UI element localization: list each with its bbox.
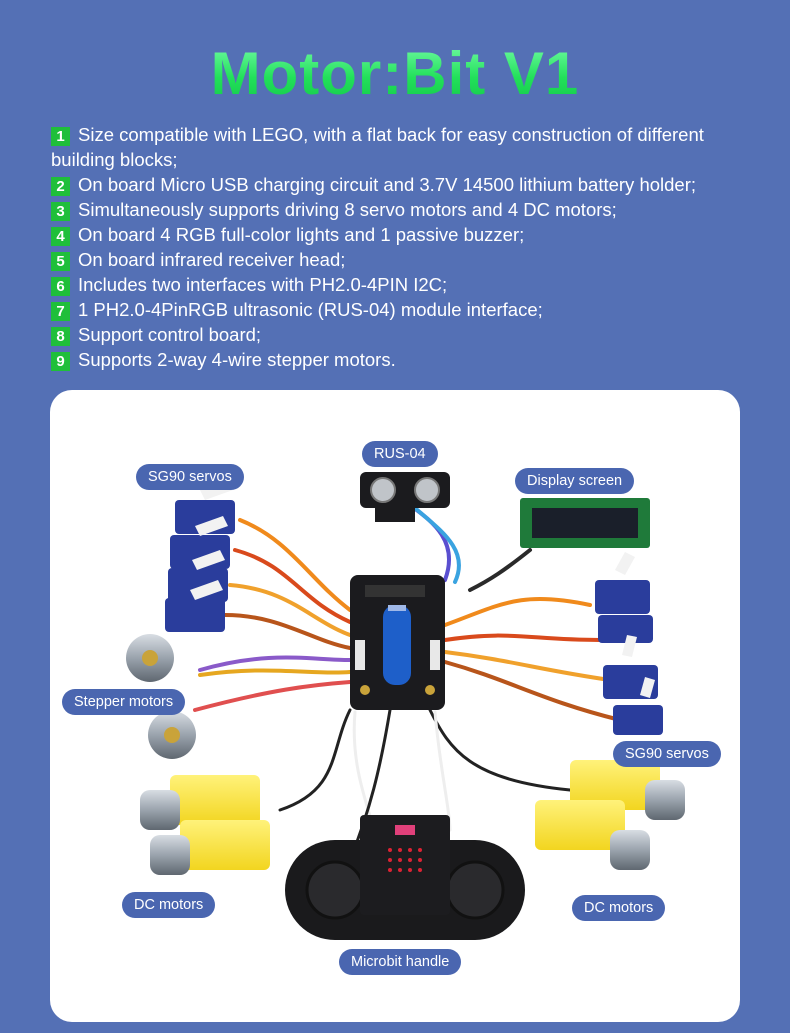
feature-item-9: 9 Supports 2-way 4-wire stepper motors. [51,347,771,372]
feature-text: On board infrared receiver head; [78,249,346,270]
feature-item-8: 8 Support control board; [51,322,771,347]
dc-motors-left [140,775,270,875]
dc-motors-right [535,760,685,870]
microbit-handle [285,815,525,940]
feature-number-badge: 6 [51,277,70,296]
feature-number-badge: 3 [51,202,70,221]
feature-item-4: 4 On board 4 RGB full-color lights and 1 … [51,222,771,247]
feature-item-6: 6 Includes two interfaces with PH2.0-4PIN… [51,272,771,297]
feature-text: Supports 2-way 4-wire stepper motors. [78,349,396,370]
feature-text: On board 4 RGB full-color lights and 1 p… [78,224,525,245]
lcd-display [520,498,650,548]
feature-item-3: 3 Simultaneously supports driving 8 servo… [51,197,771,222]
label-stepper-motors: Stepper motors [62,689,186,715]
feature-number-badge: 8 [51,327,70,346]
rus04-module [360,472,450,522]
feature-item-7: 7 1 PH2.0-4PinRGB ultrasonic (RUS-04) mod… [51,297,771,322]
label-sg90-right: SG90 servos [613,741,721,767]
feature-number-badge: 4 [51,227,70,246]
product-diagram-panel: RUS-04 SG90 servos Display screen Steppe… [50,390,740,1022]
feature-number-badge: 9 [51,352,70,371]
product-illustration [126,472,685,940]
label-sg90-left: SG90 servos [136,464,244,490]
feature-text: Simultaneously supports driving 8 servo … [78,199,617,220]
label-dc-motors-left: DC motors [122,892,216,918]
feature-text: Includes two interfaces with PH2.0-4PIN … [78,274,448,295]
feature-number-badge: 7 [51,302,70,321]
wires [193,503,622,862]
motorbit-board [350,575,445,710]
sg90-servos-right [595,552,663,735]
label-display-screen: Display screen [515,468,635,494]
label-rus04: RUS-04 [362,441,438,467]
sg90-servos-left [165,480,235,632]
feature-text: Support control board; [78,324,262,345]
feature-text: 1 PH2.0-4PinRGB ultrasonic (RUS-04) modu… [78,299,543,320]
feature-text: Size compatible with LEGO, with a flat b… [51,124,704,170]
label-dc-motors-right: DC motors [572,895,666,921]
led-matrix [388,848,422,872]
feature-text: On board Micro USB charging circuit and … [78,174,697,195]
stepper-motors [126,634,196,759]
feature-item-5: 5 On board infrared receiver head; [51,247,771,272]
page-title: Motor:Bit V1 [0,38,790,110]
feature-number-badge: 5 [51,252,70,271]
feature-number-badge: 1 [51,127,70,146]
feature-item-2: 2 On board Micro USB charging circuit and… [51,172,771,197]
label-microbit-handle: Microbit handle [339,949,462,975]
feature-number-badge: 2 [51,177,70,196]
